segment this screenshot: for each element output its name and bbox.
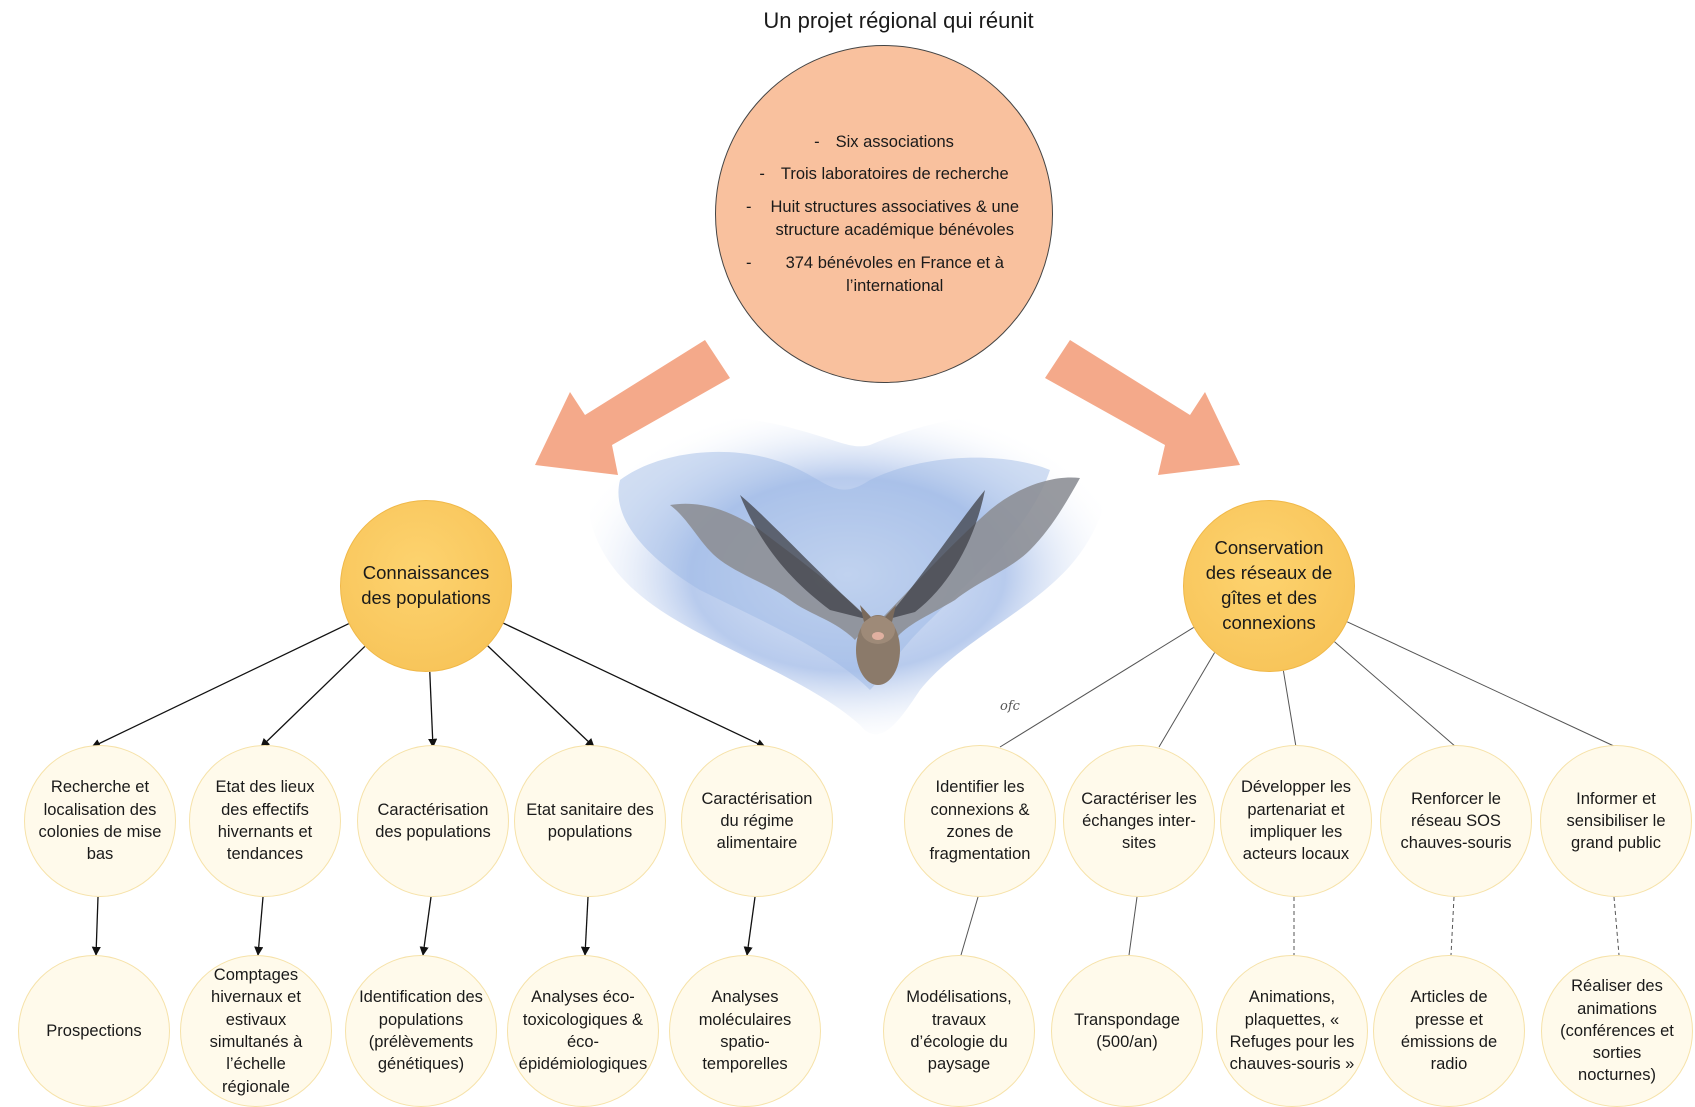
left-action-node-label: Analyses moléculaires spatio-temporelles (698, 988, 792, 1074)
right-action-edge (1450, 896, 1455, 956)
left-action-node-label: Comptages hivernaux et estivaux simultan… (209, 966, 303, 1096)
left-action-node: Analyses éco-toxicologiques & éco-épidém… (507, 955, 659, 1107)
partner-text: Trois laboratoires de recherche (780, 165, 1009, 184)
left-action-edge (91, 896, 101, 956)
left-hub-edge (487, 645, 595, 748)
left-objective-node-label: Caractérisation du régime alimentaire (701, 789, 813, 853)
right-hub-edge (1282, 670, 1297, 748)
partner-item: -Six associations (746, 131, 1022, 154)
right-hub-edge (1334, 641, 1457, 748)
right-action-node: Réaliser des animations (conférences et … (1541, 955, 1693, 1107)
left-action-node-label: Analyses éco-toxicologiques & éco-épidém… (518, 988, 648, 1074)
bullet-dash: - (746, 198, 752, 217)
right-action-node: Animations, plaquettes, « Refuges pour l… (1216, 955, 1368, 1107)
left-action-edge (743, 896, 756, 956)
left-objective-node: Recherche et localisation des colonies d… (24, 745, 176, 897)
left-objective-node: Etat sanitaire des populations (514, 745, 666, 897)
right-action-node-label: Articles de presse et émissions de radio (1400, 988, 1498, 1074)
bullet-dash: - (759, 165, 765, 184)
partner-item: -Trois laboratoires de recherche (746, 163, 1022, 186)
hub-connaissances-label: Connaissances des populations (361, 562, 491, 608)
partner-text: Six associations (835, 132, 954, 151)
left-objective-node: Etat des lieux des effectifs hivernants … (189, 745, 341, 897)
right-objective-node: Développer les partenariat et impliquer … (1220, 745, 1372, 897)
left-hub-edge (260, 645, 366, 748)
right-hub-edge (1346, 621, 1617, 748)
right-arrow-shape (1045, 340, 1240, 475)
partner-item: -Huit structures associatives & une stru… (746, 196, 1022, 242)
edges-group (91, 621, 1620, 956)
partner-item: - 374 bénévoles en France et à l’internat… (746, 252, 1022, 298)
illustration-signature: ofc (1000, 699, 1021, 714)
partners-circle: -Six associations-Trois laboratoires de … (715, 45, 1053, 383)
bat-illustration (587, 414, 1108, 735)
left-action-edge (254, 896, 264, 956)
right-action-node: Transpondage (500/an) (1051, 955, 1203, 1107)
left-objective-node: Caractérisation du régime alimentaire (681, 745, 833, 897)
left-action-edge (419, 896, 432, 956)
right-objective-node: Identifier les connexions & zones de fra… (904, 745, 1056, 897)
watercolor-cloud (587, 414, 1108, 735)
left-action-edge (580, 896, 590, 956)
left-arrow-shape (535, 340, 730, 475)
right-objective-node-label: Identifier les connexions & zones de fra… (929, 778, 1031, 864)
right-action-node: Modélisations, travaux d’écologie du pay… (883, 955, 1035, 1107)
right-objective-node: Caractériser les échanges inter-sites (1063, 745, 1215, 897)
left-objective-node: Caractérisation des populations (357, 745, 509, 897)
right-objective-node: Informer et sensibiliser le grand public (1540, 745, 1692, 897)
right-objective-node-label: Informer et sensibiliser le grand public (1566, 789, 1666, 853)
right-hub-edge (1158, 652, 1215, 748)
left-objective-node-label: Etat des lieux des effectifs hivernants … (215, 778, 315, 864)
left-objective-node-label: Recherche et localisation des colonies d… (38, 778, 162, 864)
bat-left-wing (670, 503, 870, 640)
right-action-edge (1128, 896, 1138, 956)
partners-list: -Six associations-Trois laboratoires de … (746, 121, 1022, 308)
hub-conservation-label: Conservation des réseaux de gîtes et des… (1205, 537, 1333, 633)
right-objective-node-label: Renforcer le réseau SOS chauves-souris (1400, 789, 1512, 853)
right-action-node-label: Animations, plaquettes, « Refuges pour l… (1229, 988, 1355, 1074)
left-action-node: Comptages hivernaux et estivaux simultan… (180, 955, 332, 1107)
bat-right-wing (880, 477, 1080, 640)
right-action-node-label: Modélisations, travaux d’écologie du pay… (906, 988, 1012, 1074)
hub-conservation: Conservation des réseaux de gîtes et des… (1183, 500, 1355, 672)
left-objective-node-label: Etat sanitaire des populations (526, 800, 654, 841)
left-hub-edge (428, 671, 438, 748)
right-objective-node-label: Caractériser les échanges inter-sites (1081, 789, 1197, 853)
bullet-dash: - (814, 132, 820, 151)
hub-connaissances: Connaissances des populations (340, 500, 512, 672)
right-action-node-label: Réaliser des animations (conférences et … (1560, 977, 1674, 1085)
left-action-node-label: Prospections (46, 1021, 142, 1040)
partner-text: Huit structures associatives & une struc… (770, 198, 1020, 239)
right-objective-node: Renforcer le réseau SOS chauves-souris (1380, 745, 1532, 897)
left-hub-edge (91, 623, 349, 748)
right-hub-edge (999, 627, 1194, 748)
left-hub-edge (503, 622, 766, 748)
left-action-node: Analyses moléculaires spatio-temporelles (669, 955, 821, 1107)
right-objective-node-label: Développer les partenariat et impliquer … (1240, 778, 1352, 864)
bullet-dash: - (746, 253, 752, 272)
partner-text: 374 bénévoles en France et à l’internati… (785, 253, 1004, 295)
right-action-edge (1613, 896, 1620, 956)
right-action-edge (960, 896, 979, 956)
left-action-node-label: Identification des populations (prélèvem… (359, 988, 483, 1074)
right-action-node-label: Transpondage (500/an) (1074, 1010, 1180, 1051)
left-action-node: Identification des populations (prélèvem… (345, 955, 497, 1107)
left-objective-node-label: Caractérisation des populations (375, 800, 491, 841)
right-action-node: Articles de presse et émissions de radio (1373, 955, 1525, 1107)
diagram-title: Un projet régional qui réunit (763, 8, 1034, 33)
left-action-node: Prospections (18, 955, 170, 1107)
